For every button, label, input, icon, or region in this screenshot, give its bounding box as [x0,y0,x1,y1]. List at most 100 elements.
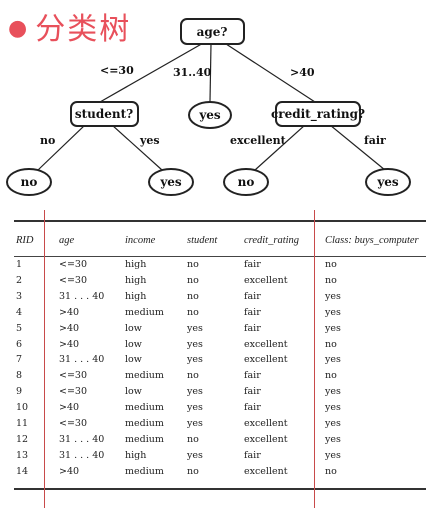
cell-student: no [187,306,199,318]
cell-income: medium [125,433,164,445]
cell-credit-rating: fair [244,449,261,461]
bullet-icon: ● [8,16,30,41]
root-node-box [180,18,245,45]
cell-credit-rating: fair [244,370,261,382]
cell-class: yes [325,290,341,302]
edge-line-student-yes [111,124,163,171]
header-age: age [59,235,75,246]
table-divider-right [314,210,315,508]
edge-label-le30: <=30 [100,64,134,77]
cell-income: high [125,290,147,302]
cell-rid: 7 [16,354,23,366]
cell-rid: 11 [16,418,29,429]
cell-rid: 2 [16,274,23,286]
cell-credit-rating: fair [244,322,261,334]
header-income: income [125,235,156,246]
student-node-box [70,101,139,127]
cell-income: low [125,386,142,398]
cell-rid: 3 [16,290,23,302]
cell-rid: 4 [16,306,23,318]
cell-rid: 1 [16,259,23,270]
cell-age: >40 [59,306,80,318]
table-divider-left [44,210,45,508]
cell-class: yes [325,402,341,414]
cell-age: <=30 [59,386,88,398]
student-node-label: student? [75,107,133,121]
cell-income: medium [125,306,164,318]
header-credit-rating: credit_rating [244,235,300,246]
cell-age: >40 [59,465,80,477]
table-bottom-rule [14,488,426,490]
cell-rid: 10 [16,402,29,414]
credit-node-box [275,101,361,127]
edge-label-31-40: 31..40 [173,66,212,79]
cell-age: 31 . . . 40 [59,449,105,461]
yes-mid-node-label: yes [198,108,221,122]
cell-student: yes [187,322,203,334]
cell-class: yes [325,322,341,334]
cell-credit-rating: fair [244,402,261,414]
cell-rid: 9 [16,386,23,398]
cell-income: medium [125,418,164,429]
cell-rid: 6 [16,338,23,350]
cell-age: <=30 [59,370,88,382]
cell-student: yes [187,418,203,429]
cell-class: no [325,259,337,270]
edge-line-gt40 [222,41,316,103]
leaf-yes-2-oval [365,168,411,196]
cell-credit-rating: excellent [244,465,288,477]
leaf-no-2-oval [223,168,269,196]
cell-student: yes [187,402,203,414]
cell-rid: 14 [16,465,29,477]
edge-label-gt40: >40 [290,66,315,79]
edge-label-excellent: excellent [230,134,287,147]
cell-age: >40 [59,402,80,414]
leaf-no-1-oval [6,168,52,196]
cell-credit-rating: excellent [244,433,288,445]
cell-student: no [187,433,199,445]
cell-student: no [187,274,199,286]
cell-age: 31 . . . 40 [59,354,105,366]
cell-age: 31 . . . 40 [59,290,105,302]
cell-age: >40 [59,322,80,334]
leaf-yes-2-label: yes [376,175,399,189]
cell-income: low [125,354,142,366]
cell-student: yes [187,338,203,350]
cell-age: >40 [59,338,80,350]
cell-class: no [325,274,337,286]
cell-income: high [125,259,147,270]
edge-label-yes: yes [139,134,160,147]
cell-class: yes [325,418,341,429]
table-header-rule [14,256,426,257]
cell-rid: 8 [16,370,23,382]
edge-label-no: no [40,134,55,147]
header-rid: RID [16,235,34,246]
leaf-no-2-label: no [238,175,255,189]
cell-student: no [187,465,199,477]
root-node-label: age? [197,25,228,39]
header-class: Class: buys_computer [325,235,419,246]
leaf-yes-1-label: yes [159,175,182,189]
cell-credit-rating: excellent [244,274,288,286]
leaf-no-1-label: no [21,175,38,189]
edge-line-credit-excellent [254,124,306,171]
edge-line-student-no [37,124,86,171]
cell-student: no [187,370,199,382]
cell-rid: 13 [16,449,29,461]
cell-income: low [125,322,142,334]
credit-node-label: credit_rating? [271,107,365,122]
cell-student: yes [187,449,203,461]
cell-credit-rating: fair [244,259,261,270]
cell-age: <=30 [59,418,88,429]
yes-mid-node-oval [188,101,232,129]
decision-tree: age? student? yes credit_rating? no yes … [6,18,411,196]
table-top-rule [14,220,426,222]
cell-student: no [187,259,199,270]
cell-credit-rating: fair [244,290,261,302]
cell-class: no [325,338,337,350]
cell-income: medium [125,465,164,477]
cell-credit-rating: fair [244,386,261,398]
cell-class: yes [325,433,341,445]
cell-credit-rating: excellent [244,354,288,366]
